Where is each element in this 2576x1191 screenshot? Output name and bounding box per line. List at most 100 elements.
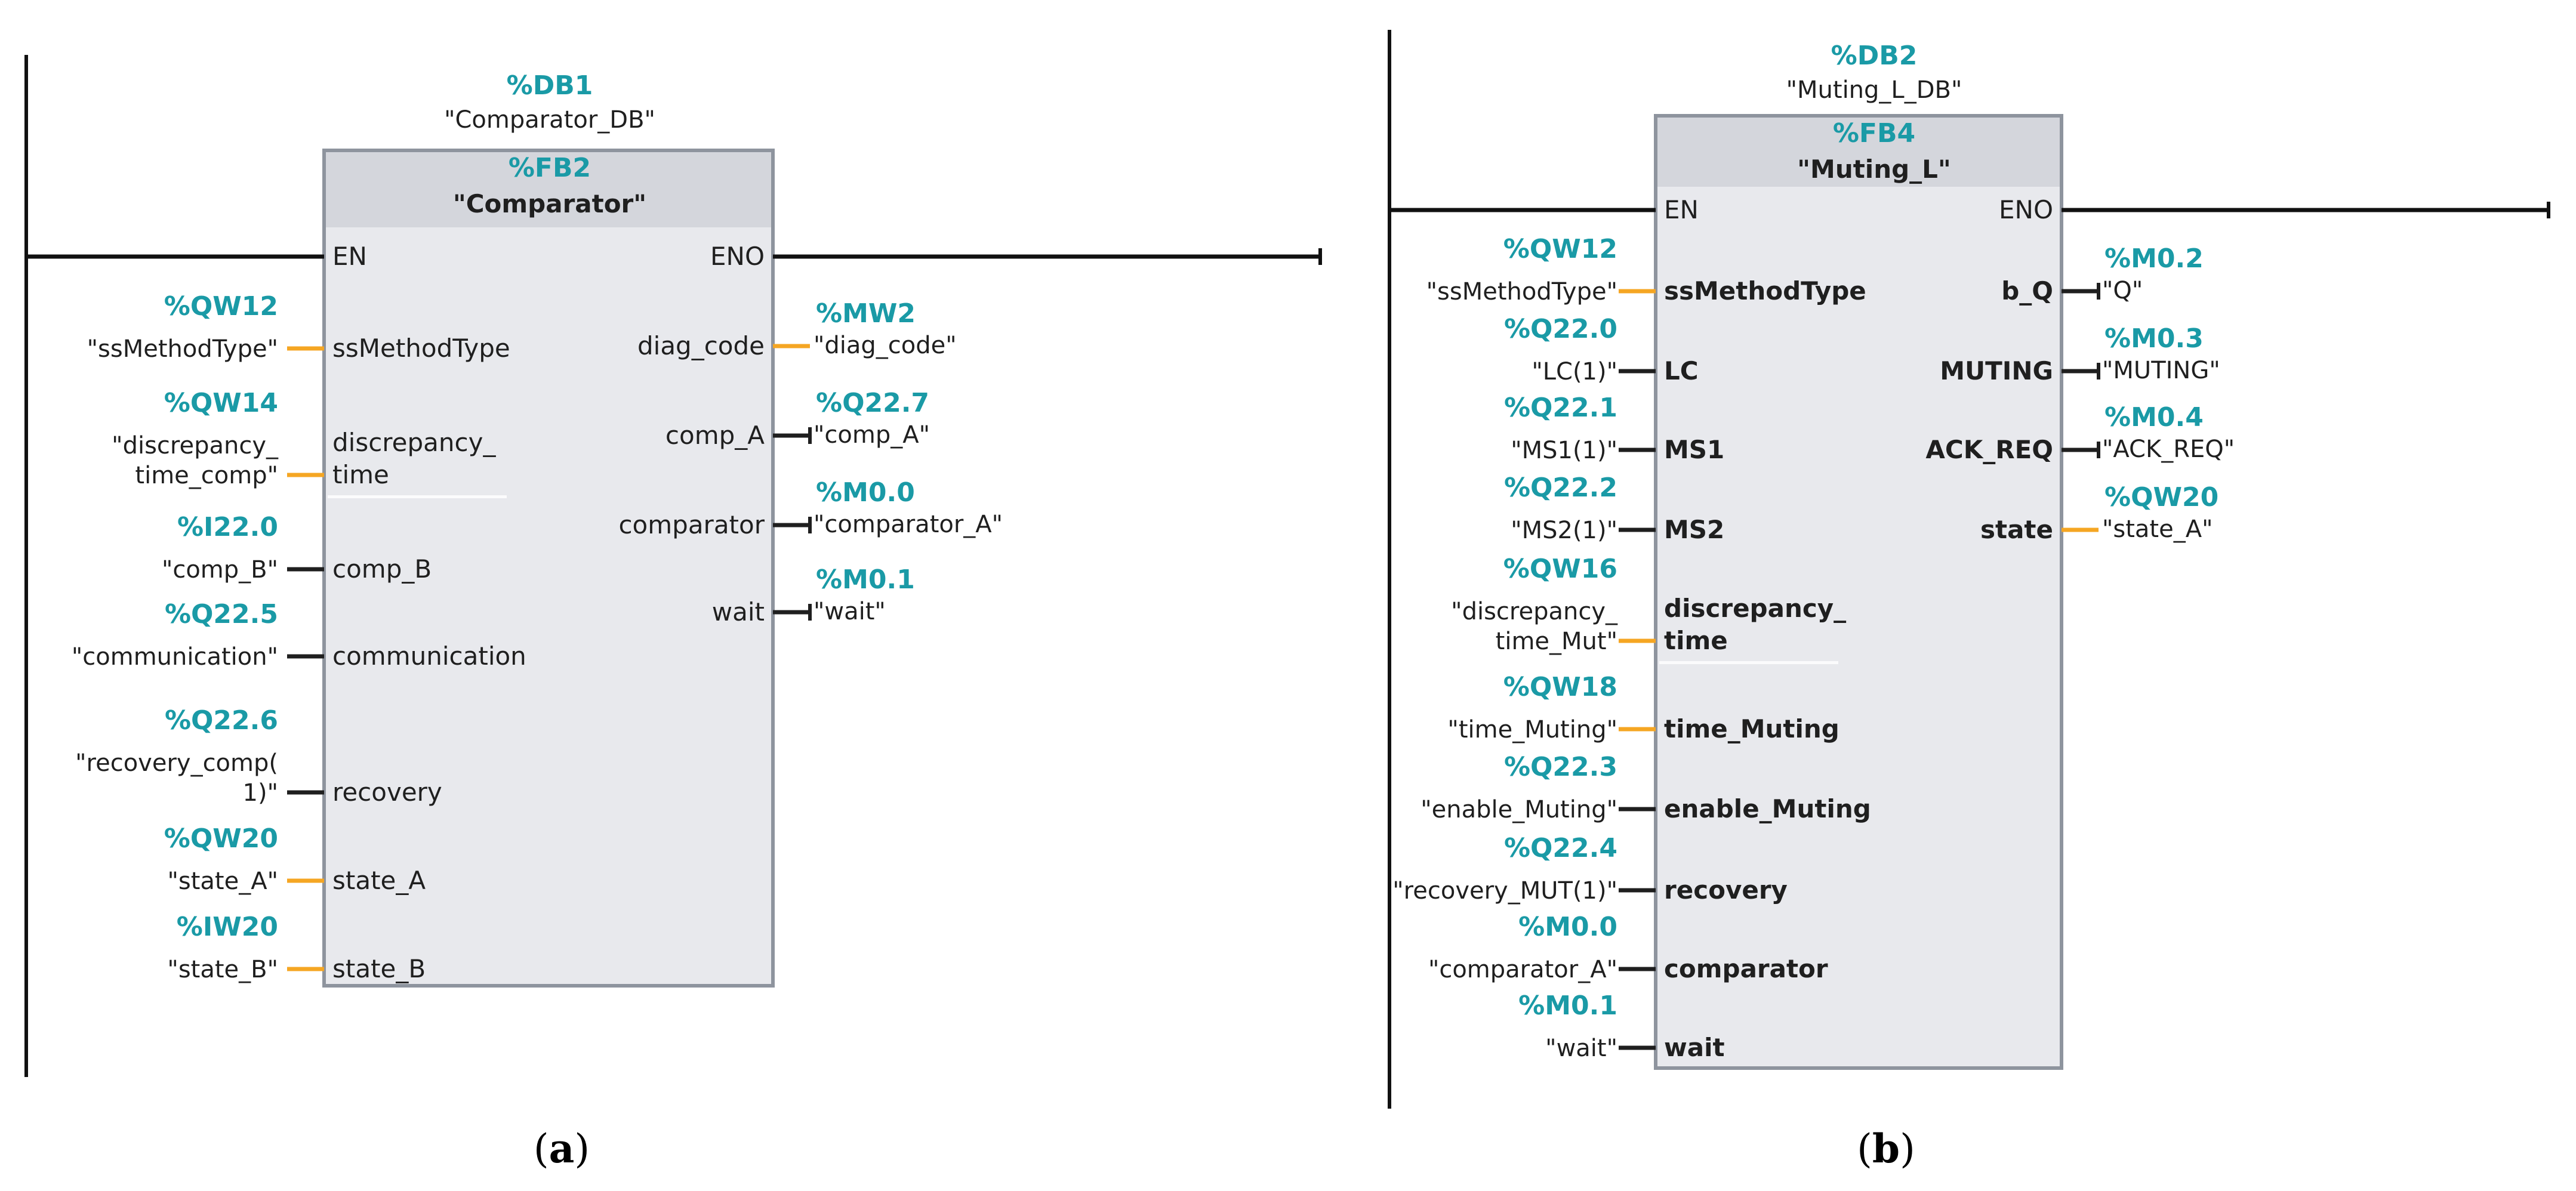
input-pin: recovery [1664, 875, 1788, 905]
input-address: %Q22.3 [1504, 752, 1617, 782]
input-symbol: "MS2(1)" [1511, 517, 1617, 544]
output-symbol: "comp_A" [814, 421, 930, 449]
output-symbol: "comparator_A" [814, 511, 1003, 538]
output-address: %M0.3 [2104, 323, 2204, 354]
input-parameter: %QW12"ssMethodType"ssMethodType [1426, 234, 1866, 306]
input-parameter: %QW18 "time_Muting" time_Muting [1447, 672, 1839, 743]
input-parameter: %M0.1"wait"wait [1518, 991, 1724, 1062]
output-pin: comparator [618, 510, 765, 539]
input-address: %QW16 [1503, 554, 1617, 584]
input-symbol: 1)" [243, 779, 278, 807]
input-symbol: "enable_Muting" [1421, 796, 1617, 823]
input-address: %Q22.6 [165, 705, 278, 736]
input-parameter: %QW14 "discrepancy_ time_comp" discrepancy_… [112, 388, 507, 498]
output-symbol: "Q" [2102, 277, 2143, 304]
input-symbol: time_comp" [135, 462, 278, 489]
input-address: %Q22.1 [1504, 393, 1617, 423]
input-symbol: "state_B" [167, 956, 278, 983]
output-parameter: b_Q %M0.2 "Q" [2001, 243, 2204, 306]
input-address: %Q22.4 [1504, 833, 1617, 863]
input-symbol: "time_Muting" [1447, 716, 1617, 743]
function-block [1654, 114, 2063, 1070]
input-parameter: %M0.0"comparator_A"comparator [1428, 912, 1828, 983]
output-address: %QW20 [2104, 482, 2218, 513]
input-address: %Q22.5 [165, 599, 278, 630]
db-address: %DB2 [1831, 41, 1918, 71]
input-parameter: %Q22.6"recovery_comp(1)"recovery [75, 705, 442, 807]
input-parameter: %Q22.4 "recovery_MUT(1)" recovery [1392, 833, 1788, 905]
input-address: %QW12 [1503, 234, 1617, 264]
input-address: %I22.0 [177, 512, 278, 542]
input-pin: state_A [332, 866, 426, 895]
input-parameter: %QW20"state_A"state_A [164, 823, 426, 895]
input-symbol: "state_A" [168, 868, 279, 895]
output-address: %M0.0 [816, 477, 915, 508]
pin-separator [1659, 661, 1838, 664]
output-address: %Q22.7 [816, 388, 929, 418]
panel-caption: (b) [1857, 1125, 1915, 1172]
output-address: %M0.4 [2104, 402, 2204, 433]
input-pin: comp_B [332, 554, 432, 584]
fb-name: "Comparator" [453, 189, 646, 218]
input-pin: LC [1664, 356, 1699, 385]
output-parameter: diag_code %MW2 "diag_code" [637, 298, 957, 360]
input-pin: time_Muting [1664, 714, 1839, 743]
input-parameter: %Q22.0"LC(1)"LC [1504, 314, 1699, 385]
input-parameter: %Q22.3"enable_Muting"enable_Muting [1421, 752, 1871, 823]
output-symbol: "diag_code" [814, 332, 957, 359]
input-pin: state_B [332, 954, 426, 983]
fb-address: %FB4 [1833, 118, 1915, 149]
output-address: %M0.2 [2104, 243, 2204, 274]
en-pin: EN [1664, 195, 1699, 224]
output-address: %MW2 [816, 298, 916, 329]
output-parameter: comp_A%Q22.7"comp_A" [665, 388, 930, 450]
input-pin: discrepancy_ [1664, 594, 1846, 623]
input-parameter: %QW12 "ssMethodType" ssMethodType [87, 291, 510, 363]
output-parameter: state%QW20"state_A" [1980, 482, 2218, 544]
function-block-header [1657, 118, 2060, 187]
input-address: %QW12 [164, 291, 278, 322]
input-parameter: %IW20"state_B"state_B [167, 912, 426, 983]
input-address: %QW18 [1503, 672, 1617, 702]
input-parameter: %Q22.2"MS2(1)"MS2 [1504, 473, 1724, 544]
db-name: "Muting_L_DB" [1786, 76, 1962, 104]
input-parameter: %I22.0 "comp_B" comp_B [162, 512, 432, 584]
input-symbol: "discrepancy_ [1451, 598, 1618, 625]
input-symbol: "LC(1)" [1532, 358, 1617, 385]
input-pin: MS1 [1664, 435, 1724, 464]
output-pin: diag_code [637, 331, 765, 360]
output-pin: wait [712, 597, 765, 627]
fb-name: "Muting_L" [1797, 155, 1951, 184]
output-pin: ACK_REQ [1925, 435, 2053, 464]
db-name: "Comparator_DB" [444, 106, 655, 134]
input-pin: time [332, 460, 389, 489]
input-address: %QW14 [164, 388, 278, 418]
input-pin: wait [1664, 1033, 1725, 1062]
input-symbol: "comp_B" [162, 556, 278, 584]
input-pin: time [1664, 626, 1728, 655]
input-symbol: "ssMethodType" [1426, 278, 1617, 306]
input-address: %M0.0 [1518, 912, 1617, 942]
input-pin: MS2 [1664, 515, 1724, 544]
input-pin: ssMethodType [332, 334, 510, 363]
output-symbol: "ACK_REQ" [2102, 436, 2235, 463]
output-pin: MUTING [1940, 356, 2053, 385]
input-symbol: "recovery_MUT(1)" [1392, 877, 1617, 905]
eno-pin: ENO [710, 242, 765, 271]
input-symbol: "ssMethodType" [87, 335, 278, 363]
input-pin: discrepancy_ [332, 428, 496, 457]
output-pin: b_Q [2001, 276, 2053, 306]
panel-caption: (a) [534, 1125, 590, 1172]
input-pin: communication [332, 641, 526, 671]
output-address: %M0.1 [816, 564, 915, 595]
output-parameter: ACK_REQ %M0.4 "ACK_REQ" [1925, 402, 2235, 464]
input-symbol: time_Mut" [1496, 628, 1617, 655]
input-parameter: %QW16 "discrepancy_ time_Mut" discrepancy_t… [1451, 554, 1846, 664]
en-pin: EN [332, 242, 367, 271]
input-symbol: "discrepancy_ [112, 432, 279, 459]
input-parameter: %Q22.1"MS1(1)"MS1 [1504, 393, 1724, 464]
panel-b: %DB2 "Muting_L_DB" %FB4 "Muting_L" EN ENO %QW1… [1388, 30, 2550, 1172]
eno-pin: ENO [1999, 195, 2053, 224]
